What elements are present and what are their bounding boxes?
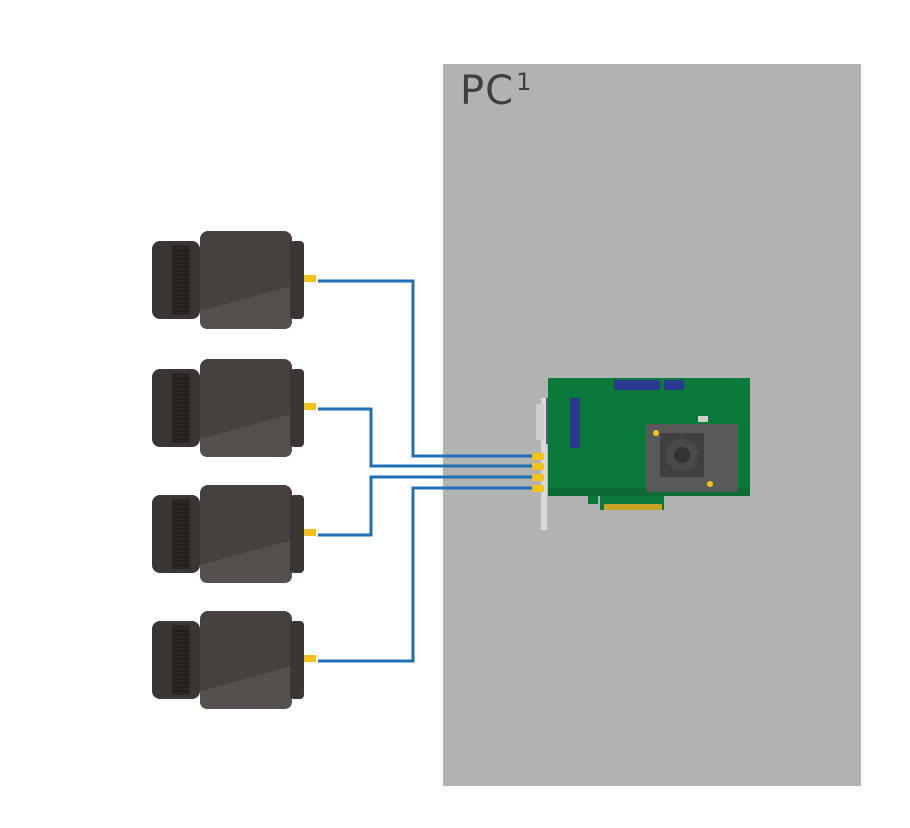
cable-4 bbox=[318, 486, 532, 663]
frame-grabber-card bbox=[532, 378, 750, 530]
pc-footnote-marker: 1 bbox=[516, 68, 533, 96]
camera-1 bbox=[151, 230, 317, 330]
card-connectors bbox=[532, 453, 544, 492]
pc-label-text: PC bbox=[460, 68, 515, 114]
camera-3 bbox=[151, 484, 317, 584]
pc-label: PC1 bbox=[460, 70, 532, 111]
cable-1 bbox=[318, 279, 532, 458]
camera-4 bbox=[151, 610, 317, 710]
cables bbox=[318, 279, 532, 663]
camera-2 bbox=[151, 358, 317, 458]
cable-2 bbox=[318, 407, 532, 468]
cable-3 bbox=[318, 475, 532, 537]
